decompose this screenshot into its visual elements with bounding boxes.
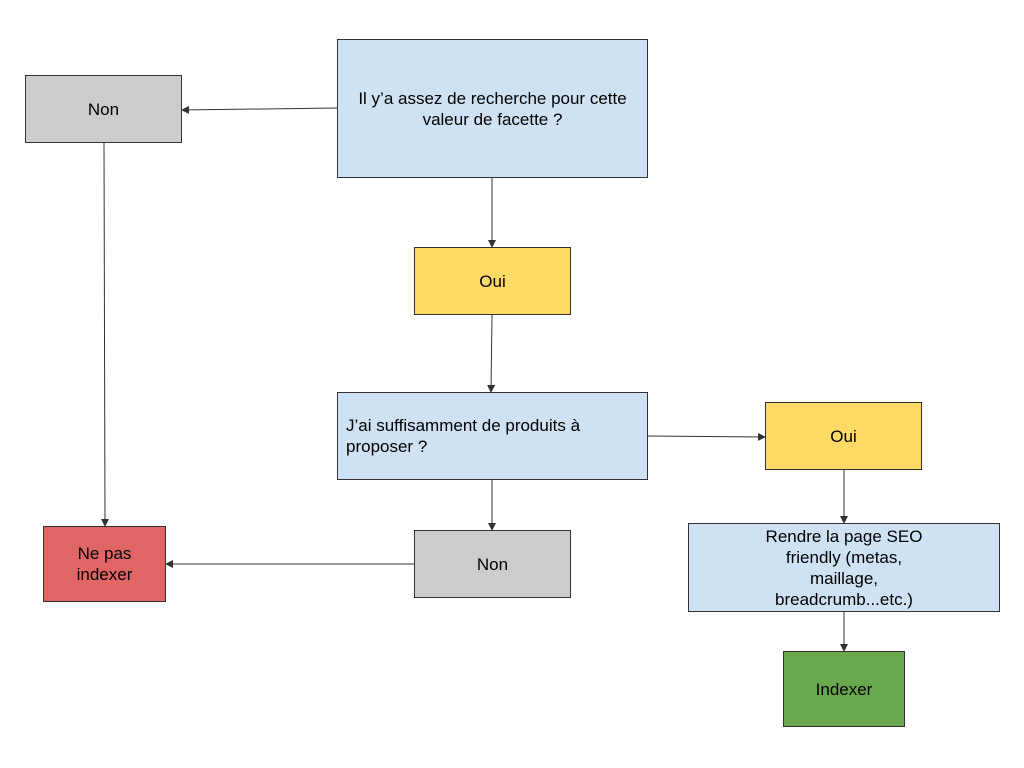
node-label: Oui [479,271,506,291]
node-yes-search: Oui [414,247,571,315]
node-label: Non [87,99,120,119]
node-question-enough-products: J’ai suffisamment de produits à proposer… [337,392,648,480]
node-no-products: Non [414,530,571,598]
node-question-search-volume: Il y’a assez de recherche pour cette val… [337,39,648,178]
node-label: Rendre la page SEO friendly (metas, mail… [765,526,923,609]
edge-no1-to-not_index [100,142,109,527]
edge-q1-to-no1 [181,105,338,114]
node-yes-products: Oui [765,402,922,470]
node-label: Ne pas indexer [76,544,133,584]
node-label: J’ai suffisamment de produits à proposer… [346,416,581,456]
node-label: Indexer [815,679,873,699]
node-index: Indexer [783,651,905,727]
edge-yes1-to-q2 [487,314,496,393]
node-label: Oui [830,426,857,446]
node-label: Non [476,554,509,574]
node-do-not-index: Ne pas indexer [43,526,166,602]
node-label: Il y’a assez de recherche pour cette val… [358,88,627,129]
edge-q2-to-yes2 [647,432,766,441]
node-make-seo-friendly: Rendre la page SEO friendly (metas, mail… [688,523,1000,612]
node-no-search: Non [25,75,182,143]
